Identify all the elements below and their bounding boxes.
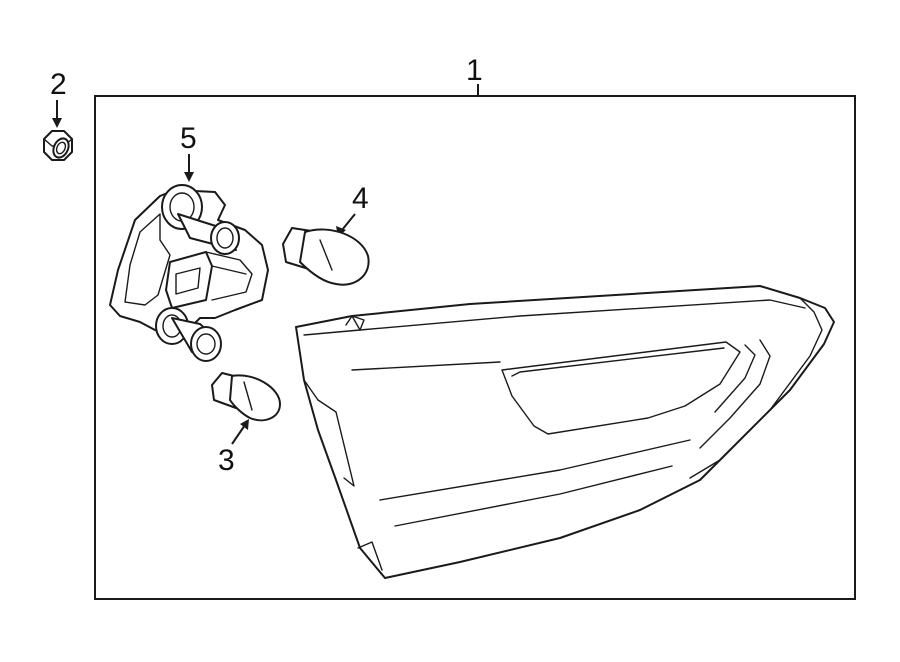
wedge-bulb-large-icon xyxy=(282,227,370,286)
callout-1: 1 xyxy=(466,54,483,87)
tail-lamp-housing-icon xyxy=(295,285,835,579)
callout-4: 4 xyxy=(352,182,369,215)
assembly-frame xyxy=(94,95,856,600)
callout-5: 5 xyxy=(180,122,197,155)
wedge-bulb-small-icon xyxy=(211,372,281,422)
bulb-socket-icon xyxy=(109,184,269,362)
leader-5 xyxy=(184,154,194,182)
leader-3 xyxy=(231,419,249,445)
callout-2: 2 xyxy=(50,68,67,101)
callout-3: 3 xyxy=(218,444,235,477)
leader-2 xyxy=(52,100,62,128)
nut-icon xyxy=(43,130,73,161)
